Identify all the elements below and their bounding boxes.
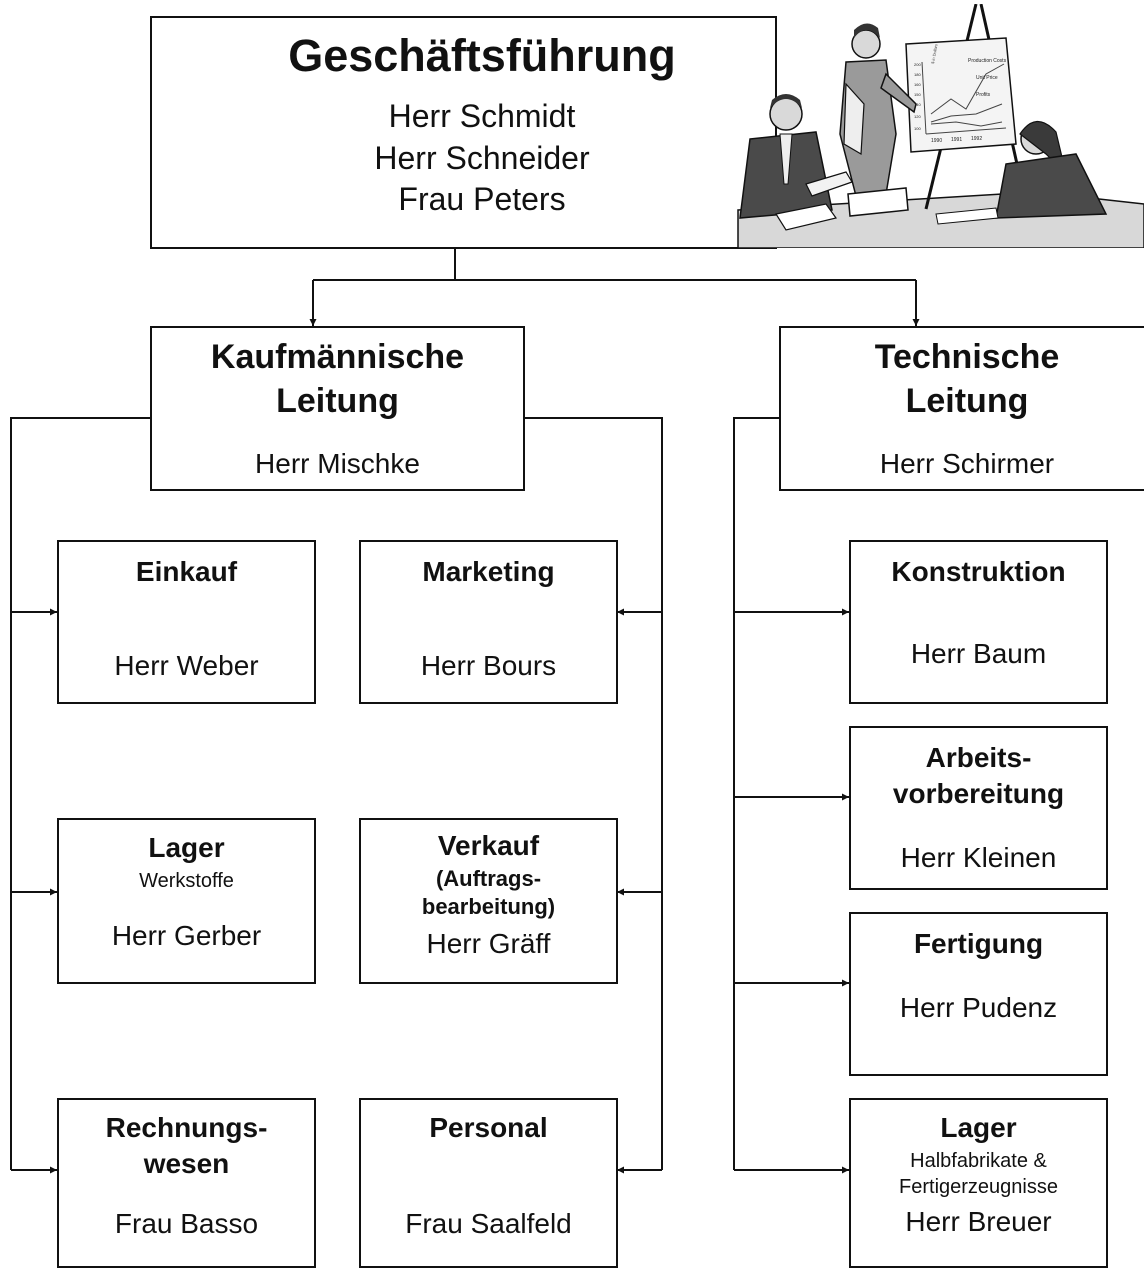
chart-label: Unit Price: [976, 75, 998, 81]
box-konstruktion: Konstruktion Herr Baum: [849, 540, 1108, 704]
chart-label: Profits: [976, 92, 991, 98]
box-title: vorbereitung: [892, 778, 1065, 809]
box-title: Leitung: [905, 382, 1029, 420]
box-title: wesen: [143, 1148, 230, 1179]
box-title: Lager: [148, 832, 225, 863]
person-name: Herr Bours: [420, 650, 557, 681]
chart-label: $ in Dollars: [930, 44, 938, 65]
box-einkauf: Einkauf Herr Weber: [57, 540, 316, 704]
box-title: Kaufmännische: [210, 338, 465, 376]
person-name: Herr Schneider: [374, 140, 590, 176]
person-name: Herr Schirmer: [879, 448, 1055, 479]
box-title: Leitung: [276, 382, 399, 420]
person-name: Herr Mischke: [255, 448, 420, 479]
box-title: Konstruktion: [891, 556, 1066, 587]
box-subtitle: Fertigerzeugnisse: [899, 1176, 1058, 1198]
chart-label: 150: [914, 92, 921, 97]
box-subtitle: Halbfabrikate &: [910, 1150, 1047, 1172]
chart-label: 1990: [931, 138, 942, 144]
meeting-illustration: Production Costs Unit Price Profits 1990…: [737, 4, 1144, 248]
person-name: Herr Pudenz: [899, 992, 1058, 1023]
box-title: Fertigung: [913, 928, 1044, 959]
box-title: Verkauf: [437, 830, 540, 861]
box-subtitle: Werkstoffe: [139, 870, 234, 892]
person-name: Frau Basso: [114, 1208, 259, 1239]
box-lager-halbfabrikate: Lager Halbfabrikate & Fertigerzeugnisse …: [849, 1098, 1108, 1268]
chart-label: 140: [914, 102, 921, 107]
box-title: Rechnungs-: [105, 1112, 268, 1143]
box-subtitle: (Auftrags-: [435, 866, 542, 891]
box-technische-leitung: Technische Leitung Herr Schirmer: [779, 326, 1144, 491]
box-title: Technische: [874, 338, 1060, 376]
box-personal: Personal Frau Saalfeld: [359, 1098, 618, 1268]
chart-label: 160: [914, 82, 921, 87]
chart-label: 1991: [951, 137, 962, 143]
chart-label: 120: [914, 114, 921, 119]
chart-label: 200: [914, 62, 921, 67]
box-title: Arbeits-: [925, 742, 1032, 773]
chart-label: Production Costs: [968, 58, 1007, 64]
person-name: Frau Peters: [398, 181, 566, 217]
box-title: Geschäftsführung: [288, 30, 676, 81]
box-rechnungswesen: Rechnungs- wesen Frau Basso: [57, 1098, 316, 1268]
box-fertigung: Fertigung Herr Pudenz: [849, 912, 1108, 1076]
box-lager-werkstoffe: Lager Werkstoffe Herr Gerber: [57, 818, 316, 984]
box-verkauf: Verkauf (Auftrags- bearbeitung) Herr Grä…: [359, 818, 618, 984]
box-title: Lager: [940, 1112, 1017, 1143]
person-name: Herr Weber: [114, 650, 259, 681]
chart-label: 100: [914, 126, 921, 131]
chart-label: 180: [914, 72, 921, 77]
connector-kaufm-left-rail: [10, 417, 152, 1170]
person-name: Herr Breuer: [905, 1206, 1052, 1237]
box-subtitle: bearbeitung): [421, 894, 556, 919]
person-name: Herr Gerber: [111, 920, 262, 951]
person-name: Frau Saalfeld: [405, 1208, 572, 1239]
person-name: Herr Baum: [910, 638, 1047, 669]
box-marketing: Marketing Herr Bours: [359, 540, 618, 704]
box-geschaeftsfuehrung: Geschäftsführung Herr Schmidt Herr Schne…: [150, 16, 777, 249]
connector-tech-rail: [733, 417, 780, 1170]
person-name: Herr Schmidt: [388, 98, 576, 134]
box-arbeitsvorbereitung: Arbeits- vorbereitung Herr Kleinen: [849, 726, 1108, 890]
box-title: Marketing: [422, 556, 555, 587]
connector-kaufm-right-rail: [524, 417, 663, 1170]
person-name: Herr Gräff: [426, 928, 551, 959]
person-name: Herr Kleinen: [900, 842, 1057, 873]
box-title: Personal: [429, 1112, 548, 1143]
box-kaufmaennische-leitung: Kaufmännische Leitung Herr Mischke: [150, 326, 525, 491]
chart-label: 1992: [971, 136, 982, 142]
box-title: Einkauf: [135, 556, 238, 587]
